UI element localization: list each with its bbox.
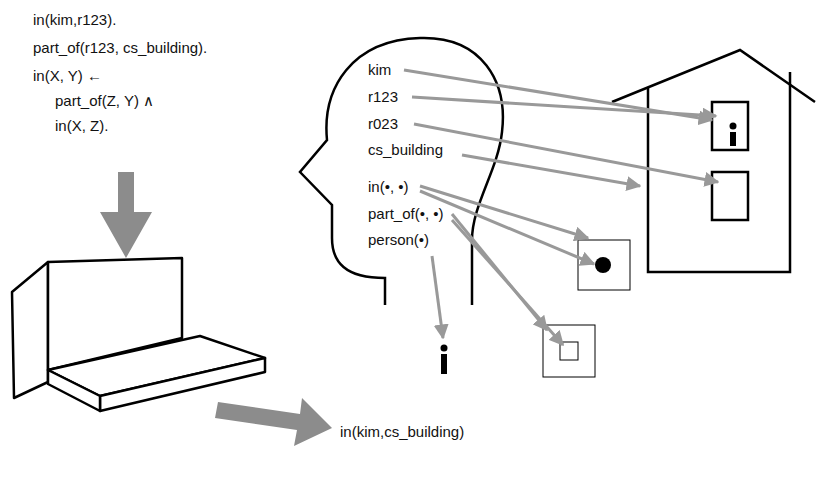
code-line: in(X, Z).: [55, 117, 108, 134]
flow-arrow: [215, 398, 332, 446]
symbol: in(•, •): [368, 178, 409, 195]
query-answer: in(kim,cs_building): [340, 423, 464, 440]
code-line: part_of(Z, Y) ∧: [55, 92, 154, 109]
symbol: r123: [368, 88, 398, 105]
leader-lines: [404, 70, 718, 345]
symbol: cs_building: [368, 141, 443, 158]
symbol: r023: [368, 115, 398, 132]
symbol: person(•): [368, 231, 429, 248]
computer: [12, 258, 265, 411]
house: [612, 50, 815, 272]
person-icon: [730, 123, 737, 147]
code-line: in(kim,r123).: [33, 11, 116, 28]
code-line: part_of(r123, cs_building).: [33, 39, 207, 56]
symbol: part_of(•, •): [368, 205, 444, 222]
code-line: in(X, Y) ←: [33, 67, 102, 84]
head-outline: [300, 38, 503, 305]
person-figure: [441, 345, 448, 375]
dot: [595, 257, 611, 273]
symbol: kim: [368, 61, 391, 78]
head-symbols: kim r123 r023 cs_building in(•, •) part_of(•,…: [295, 35, 505, 315]
flow-arrow: [100, 172, 152, 258]
